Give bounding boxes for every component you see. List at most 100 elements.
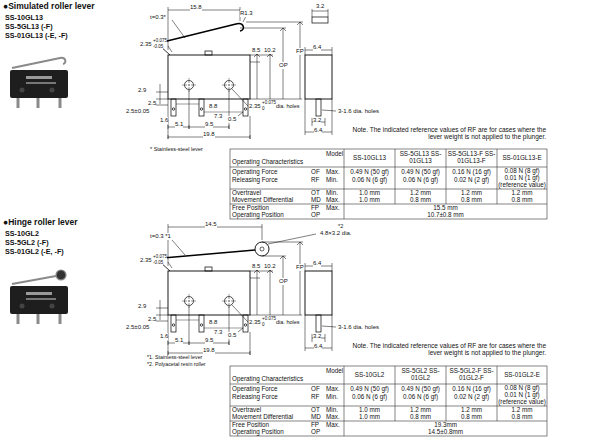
dimension-label: 3.2 <box>316 3 324 10</box>
dimension-label: +0.075 <box>153 255 167 260</box>
table-cell: OF <box>311 386 320 393</box>
table-cell: Movement Differential <box>232 414 293 421</box>
dimension-label: 9.5 <box>205 337 213 344</box>
dimension-line <box>312 9 328 17</box>
dimension-label: 1.6 <box>160 117 168 124</box>
table-cell: 10.7±0.8 mm <box>427 212 464 219</box>
table-cell: MD <box>311 414 321 421</box>
table-cell: OT <box>311 407 320 414</box>
dimension-label: 6.4 <box>314 343 322 350</box>
model-name: SS-5GL2 (-F) <box>5 239 49 247</box>
dimension-label: 9.5 <box>205 121 213 128</box>
table-cell: 0.49 N (50 gf) <box>350 386 389 393</box>
table-cell: 0.49 N (50 gf) <box>401 169 440 176</box>
table-cell: 0.8 mm <box>461 414 482 421</box>
table-cell: Operating Force <box>232 169 278 176</box>
table-cell: Max. <box>326 169 340 176</box>
column-head: SS-5GL2-F SS-01GL2-F <box>448 368 496 382</box>
section-heading: ●Hinge roller lever <box>3 218 78 227</box>
dimension-label: 8.8 <box>209 319 217 326</box>
dimension-label: 3-1.6 dia. holes <box>338 108 379 115</box>
dimension-label: *2 <box>338 223 343 229</box>
table-cell: Operating Force <box>232 386 278 393</box>
dimension-label: FP <box>296 264 304 271</box>
simulated-lever <box>12 7 328 99</box>
dimension-label: 0 <box>262 107 265 112</box>
table-cell: OP <box>311 212 320 219</box>
dimension-label: 19.8 <box>203 131 215 138</box>
table-cell: Min. <box>326 407 338 414</box>
table-cell: Overtravel <box>232 407 261 414</box>
dimension-label: 0 <box>262 323 265 328</box>
table-cell: 0.08 N (8 gf) <box>505 168 540 175</box>
table-cell: MD <box>311 197 321 204</box>
dimension-label: 2.9 <box>138 87 146 94</box>
dimension-label: 3.2 <box>313 333 321 340</box>
dimension-label: 19.8 <box>203 347 215 354</box>
switch-drawing <box>150 263 336 355</box>
lever <box>163 250 255 258</box>
table-cell: Model <box>326 151 343 158</box>
table-cell: OP <box>311 429 320 436</box>
dimension-label: OP <box>279 62 288 69</box>
model-name: SS-5GL13 (-F) <box>5 23 53 31</box>
dimension-label: 10.2 <box>264 263 276 270</box>
table-cell: Movement Differential <box>232 197 293 204</box>
column-head: SS-01GL2-E <box>504 372 540 379</box>
dimension-label: 7.3 <box>214 329 222 336</box>
column-head: SS-5GL13-F SS-01GL13-F <box>448 151 496 165</box>
dimension-label: 3.2 <box>313 117 321 124</box>
table-cell: RF <box>311 177 319 184</box>
footnote: *1. Stainless-steel lever <box>147 355 202 361</box>
dimension-label: FP <box>296 48 304 55</box>
dimension-label: 8.5 <box>252 263 260 270</box>
table-cell: 1.0 mm <box>359 414 380 421</box>
table-cell: 0.01 N (1 gf) <box>505 392 540 399</box>
dimension-label: 6.4 <box>313 260 321 267</box>
dimension-label: 2.9 <box>138 303 146 310</box>
note-text: Note. The indicated reference values of … <box>350 342 546 356</box>
dimension-label: 2.35 <box>249 319 261 326</box>
dimension-label: 2.5 <box>148 100 156 107</box>
dimension-label: dia. holes <box>276 103 300 109</box>
photo-lever <box>12 276 56 284</box>
column-head: SS-5GL13 SS-01GL13 <box>397 151 445 165</box>
leader-line <box>172 240 185 255</box>
model-name: SS-01GL2 (-E, -F) <box>5 248 64 256</box>
dimension-label: R1.3 <box>240 10 253 17</box>
table-cell: OT <box>311 190 320 197</box>
dimension-label: 8.5 <box>252 47 260 54</box>
table-cell: 14.5±0.8mm <box>428 429 463 436</box>
model-name: SS-10GL2 <box>5 230 39 238</box>
dimension-line <box>240 22 303 99</box>
table-cell: Max. <box>326 422 340 429</box>
roller <box>255 242 269 256</box>
table-cell: 1.0 mm <box>359 407 380 414</box>
dimension-label: 5.1 <box>175 121 183 128</box>
table-cell: 0.8 mm <box>461 197 482 204</box>
switch-photo <box>10 70 68 108</box>
table-cell: 0.06 N (6 gf) <box>403 177 438 184</box>
table-cell: 0.16 N (16 gf) <box>452 169 491 176</box>
table-cell: FP <box>311 205 319 212</box>
table-cell: Max. <box>326 205 340 212</box>
note-text: Note. The indicated reference values of … <box>350 126 546 140</box>
table-cell: 0.8 mm <box>512 197 533 204</box>
table-cell: 0.8 mm <box>410 197 431 204</box>
footnote: *2. Polyacetal resin roller <box>147 362 206 368</box>
dimension-label: 2.5 <box>148 316 156 323</box>
table-cell: Min. <box>326 190 338 197</box>
table-cell: RF <box>311 394 319 401</box>
table-cell: Operating Characteristics <box>232 376 303 383</box>
switch-photo <box>10 286 68 324</box>
dimension-label: 0.5 <box>228 332 236 339</box>
table-cell: 0.49 N (50 gf) <box>401 386 440 393</box>
leader-line <box>168 46 172 52</box>
dimension-label: 15.8 <box>190 4 202 11</box>
table-cell: Free Position <box>232 422 269 429</box>
table-cell: Overtravel <box>232 190 261 197</box>
table-cell: 1.2 mm <box>410 190 431 197</box>
table-cell: Max. <box>326 197 340 204</box>
dimension-label: +0.075 <box>262 317 276 322</box>
